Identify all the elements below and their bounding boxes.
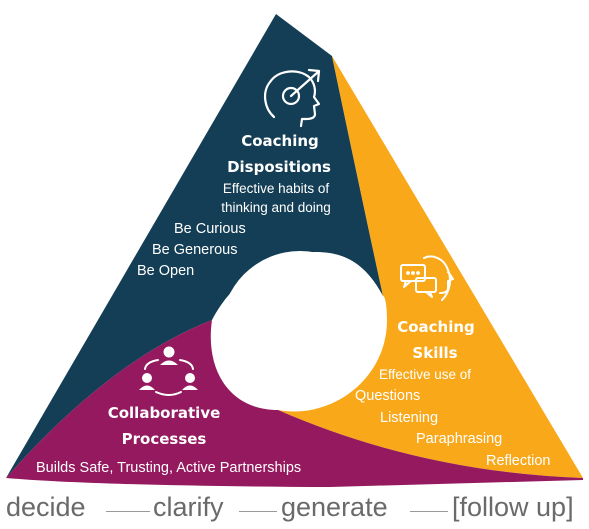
skills-item-reflection: Reflection [486,453,551,469]
skills-item-paraphrasing: Paraphrasing [416,431,503,447]
skills-item-listening: Listening [380,410,439,426]
skills-title-line2: Skills [412,344,458,362]
dispositions-section [6,14,383,478]
group-of-people-icon [139,346,198,396]
dispositions-item-curious: Be Curious [174,221,246,237]
skills-item-questions: Questions [355,388,421,404]
step-decide: decide [6,492,86,522]
dispositions-title-line2: Dispositions [227,158,331,176]
step-generate: generate [281,492,388,522]
dispositions-desc-line1: Effective habits of [222,181,330,196]
center-circle [221,251,379,409]
step-connector [106,511,150,512]
dispositions-title-line1: Coaching [241,132,319,150]
skills-section [278,56,583,478]
dispositions-item-open: Be Open [137,263,195,279]
step-clarify: clarify [153,492,224,522]
step-follow-up: [follow up] [452,492,574,522]
head-with-arrow-icon [264,68,321,128]
dispositions-item-generous: Be Generous [152,242,238,258]
skills-title-line1: Coaching [397,318,475,336]
process-steps-footer: decide clarify generate [follow up] [0,492,589,529]
skills-desc-line1: Effective use of [378,367,472,382]
processes-title-line2: Processes [121,430,207,448]
processes-desc: Builds Safe, Trusting, Active Partnershi… [36,460,302,476]
dispositions-desc-line2: thinking and doing [221,200,331,215]
processes-title-line1: Collaborative [107,404,221,422]
step-connector [239,511,277,512]
step-connector [410,511,448,512]
head-with-speech-bubbles-icon [400,255,454,301]
